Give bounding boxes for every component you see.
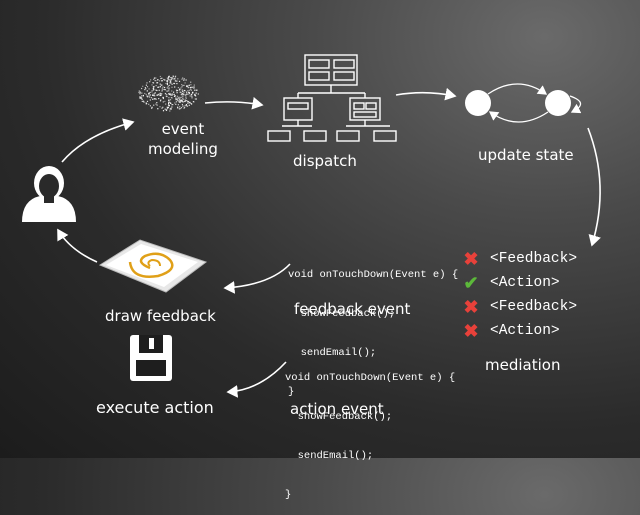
feedback-display-icon — [98, 239, 208, 293]
dispatch-label: dispatch — [293, 152, 357, 170]
arrow-dispatch-to-state — [395, 87, 457, 101]
code-line: } — [285, 489, 292, 501]
code-line: sendEmail(); — [285, 450, 374, 462]
arrow-modeling-to-dispatch — [204, 96, 264, 110]
feedback-code-block: void onTouchDown(Event e) { showFeedback… — [288, 243, 458, 412]
event-cloud-icon — [138, 75, 199, 112]
feedback-event-label: feedback event — [294, 300, 411, 318]
mediation-item: ✖ <Feedback> — [462, 298, 577, 316]
mediation-item-text: <Action> — [490, 323, 560, 339]
code-line: showFeedback(); — [285, 411, 393, 423]
mediation-label: mediation — [485, 356, 561, 374]
event-modeling-line-2: modeling — [148, 140, 218, 158]
update-state-label: update state — [478, 146, 574, 164]
cross-icon: ✖ — [463, 321, 479, 341]
code-line: sendEmail(); — [288, 347, 377, 359]
mediation-item-text: <Feedback> — [490, 299, 578, 315]
state-machine-icon — [465, 83, 582, 123]
arrow-draw-to-user — [57, 228, 98, 263]
code-line: void onTouchDown(Event e) { — [285, 372, 456, 384]
mediation-item: ✔ <Action> — [462, 273, 560, 293]
arrow-action-to-execute — [226, 361, 287, 398]
mediation-item-text: <Action> — [490, 275, 560, 291]
save-disk-icon — [130, 335, 172, 381]
mediation-item-text: <Feedback> — [490, 251, 578, 267]
code-line: } — [288, 386, 295, 398]
execute-action-label: execute action — [96, 398, 214, 417]
user-avatar-icon — [22, 166, 76, 222]
cross-icon: ✖ — [463, 297, 479, 317]
arrow-feedback-to-draw — [223, 263, 291, 294]
mediation-item: ✖ <Action> — [462, 321, 560, 341]
check-icon: ✔ — [463, 273, 479, 293]
diagram-canvas — [22, 54, 601, 398]
cross-icon: ✖ — [463, 249, 479, 269]
draw-feedback-label: draw feedback — [105, 307, 216, 325]
code-line: void onTouchDown(Event e) { — [288, 269, 459, 281]
event-modeling-line-1: event — [161, 120, 205, 138]
dispatch-tree-icon — [267, 54, 397, 142]
arrow-state-to-mediation — [587, 127, 601, 247]
mediation-item: ✖ <Feedback> — [462, 250, 577, 268]
event-modeling-label: event modeling — [148, 119, 218, 159]
code-line: showFeedback(); — [288, 308, 396, 320]
arrow-user-to-modeling — [61, 118, 135, 163]
action-event-label: action event — [290, 400, 384, 418]
action-code-block: void onTouchDown(Event e) { showFeedback… — [285, 346, 455, 515]
